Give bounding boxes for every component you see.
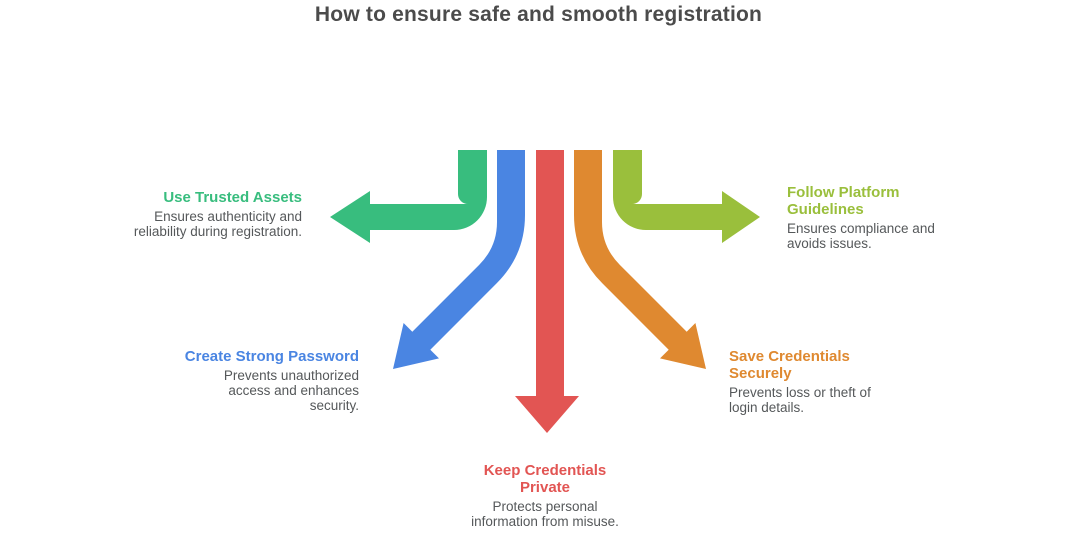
desc-line: access and enhances	[228, 383, 359, 398]
desc-line: Ensures compliance and	[787, 221, 935, 236]
node-desc-follow-platform-guidelines: Ensures compliance and avoids issues.	[787, 221, 962, 251]
arrow-keep-credentials-private-down	[515, 150, 579, 433]
desc-line: avoids issues.	[787, 236, 872, 251]
node-heading-follow-platform-guidelines: Follow Platform Guidelines	[787, 184, 962, 218]
node-heading-use-trusted-assets: Use Trusted Assets	[112, 190, 302, 206]
desc-line: Protects personal	[492, 499, 598, 514]
arrow-save-credentials-securely-down-right	[574, 150, 706, 369]
heading-line: Follow Platform	[787, 184, 900, 201]
desc-line: reliability during registration.	[133, 224, 302, 239]
heading-line: Guidelines	[787, 201, 864, 218]
heading-line: Keep Credentials	[483, 462, 607, 479]
node-heading-keep-credentials-private: Keep Credentials Private	[435, 462, 655, 496]
node-create-strong-password: Create Strong Password Prevents unauthor…	[169, 349, 359, 414]
desc-line: information from misuse.	[471, 514, 619, 529]
heading-line: Private	[519, 479, 571, 496]
node-use-trusted-assets: Use Trusted Assets Ensures authenticity …	[112, 190, 302, 240]
desc-line: security.	[309, 398, 359, 413]
node-desc-keep-credentials-private: Protects personal information from misus…	[435, 499, 655, 529]
heading-line: Use Trusted Assets	[163, 189, 302, 206]
desc-line: Prevents unauthorized	[223, 368, 359, 383]
arrow-use-trusted-assets-left	[330, 150, 487, 243]
arrow-follow-platform-guidelines-right	[613, 150, 760, 243]
desc-line: login details.	[729, 400, 805, 415]
heading-line: Create Strong Password	[184, 348, 359, 365]
node-desc-use-trusted-assets: Ensures authenticity and reliability dur…	[112, 209, 302, 239]
desc-line: Ensures authenticity and	[154, 209, 302, 224]
node-desc-save-credentials-securely: Prevents loss or theft of login details.	[729, 385, 904, 415]
heading-line: Save Credentials	[729, 348, 850, 365]
node-save-credentials-securely: Save Credentials Securely Prevents loss …	[729, 348, 904, 415]
node-heading-save-credentials-securely: Save Credentials Securely	[729, 348, 904, 382]
desc-line: Prevents loss or theft of	[729, 385, 871, 400]
node-keep-credentials-private: Keep Credentials Private Protects person…	[435, 462, 655, 529]
heading-line: Securely	[729, 365, 792, 382]
node-follow-platform-guidelines: Follow Platform Guidelines Ensures compl…	[787, 184, 962, 251]
diagram-title: How to ensure safe and smooth registrati…	[314, 3, 763, 26]
node-heading-create-strong-password: Create Strong Password	[169, 349, 359, 365]
node-desc-create-strong-password: Prevents unauthorized access and enhance…	[169, 368, 359, 413]
arrow-create-strong-password-down-left	[393, 150, 525, 369]
